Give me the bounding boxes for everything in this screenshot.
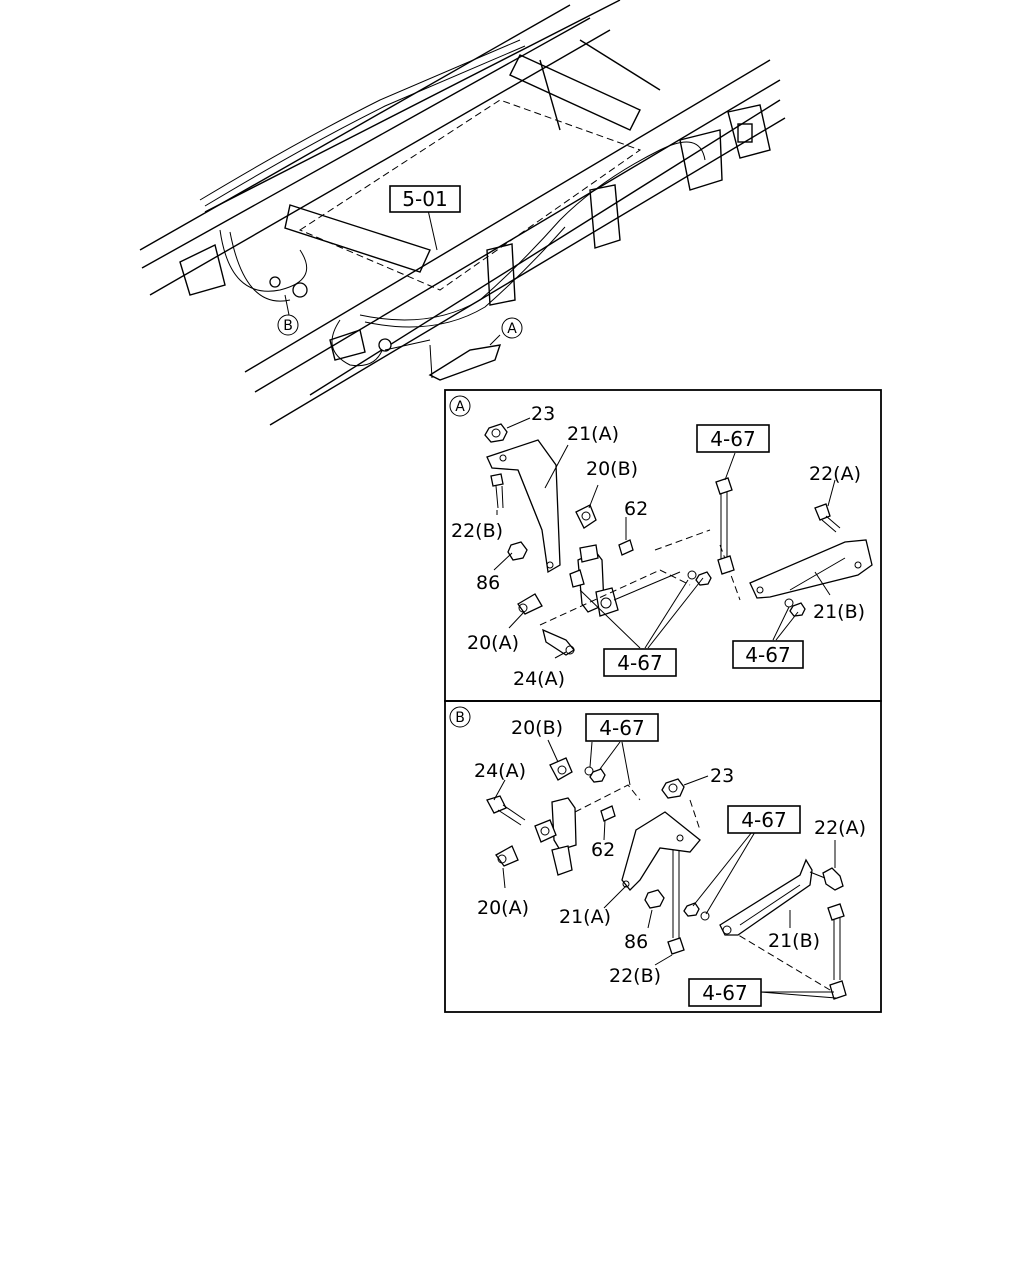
- ref-box-b-bottom-text: 4-67: [702, 981, 747, 1005]
- ref-box-a-bottom-right-text: 4-67: [745, 643, 790, 667]
- label-b-23: 23: [710, 765, 734, 787]
- ref-box-b-top[interactable]: 4-67: [585, 713, 659, 742]
- label-b-24a: 24(A): [474, 760, 526, 782]
- ref-box-5-01-text: 5-01: [402, 187, 447, 211]
- label-a-86: 86: [476, 572, 500, 594]
- marker-a-overview[interactable]: A: [501, 317, 523, 339]
- label-b-21a: 21(A): [559, 906, 611, 928]
- chassis-frame-overview: [139, 0, 786, 426]
- label-a-22a: 22(A): [809, 463, 861, 485]
- marker-b-overview[interactable]: B: [277, 314, 299, 336]
- ref-box-a-top-text: 4-67: [710, 427, 755, 451]
- ref-box-a-bottom-right[interactable]: 4-67: [732, 640, 804, 669]
- label-b-20a: 20(A): [477, 897, 529, 919]
- label-b-86: 86: [624, 931, 648, 953]
- ref-box-a-bottom-mid[interactable]: 4-67: [603, 648, 677, 677]
- label-b-20b: 20(B): [511, 717, 563, 739]
- label-b-22a: 22(A): [814, 817, 866, 839]
- label-a-21a: 21(A): [567, 423, 619, 445]
- label-b-22b: 22(B): [609, 965, 661, 987]
- label-a-20a: 20(A): [467, 632, 519, 654]
- detail-b-drawing: [486, 739, 847, 1000]
- marker-b-detail: B: [449, 706, 471, 728]
- label-a-20b: 20(B): [586, 458, 638, 480]
- ref-box-b-top-text: 4-67: [599, 716, 644, 740]
- detail-panel-b: [444, 700, 882, 1013]
- label-a-24a: 24(A): [513, 668, 565, 690]
- detail-a-drawing: [484, 417, 873, 659]
- marker-a-detail-text: A: [455, 399, 465, 415]
- label-a-62: 62: [624, 498, 648, 520]
- label-a-21b: 21(B): [813, 601, 865, 623]
- label-a-22b: 22(B): [451, 520, 503, 542]
- marker-a-detail: A: [449, 395, 471, 417]
- ref-box-b-mid-right-text: 4-67: [741, 808, 786, 832]
- ref-box-a-bottom-mid-text: 4-67: [617, 651, 662, 675]
- marker-b-overview-text: B: [283, 318, 293, 334]
- ref-box-a-top[interactable]: 4-67: [696, 424, 770, 453]
- marker-a-overview-text: A: [507, 321, 517, 337]
- label-b-21b: 21(B): [768, 930, 820, 952]
- ref-box-5-01[interactable]: 5-01: [389, 185, 461, 213]
- ref-box-b-bottom[interactable]: 4-67: [688, 978, 762, 1007]
- label-a-23: 23: [531, 403, 555, 425]
- label-b-62: 62: [591, 839, 615, 861]
- ref-box-b-mid-right[interactable]: 4-67: [727, 805, 801, 834]
- marker-b-detail-text: B: [455, 710, 465, 726]
